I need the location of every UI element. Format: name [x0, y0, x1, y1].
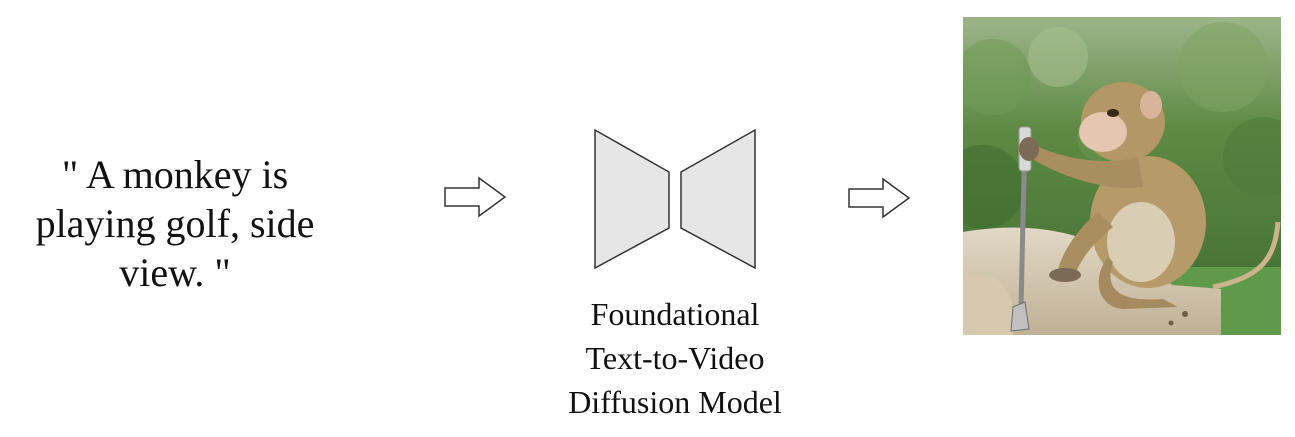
prompt-line-1: " A monkey is	[61, 152, 289, 197]
text-prompt: " A monkey is playing golf, side view. "	[0, 150, 350, 297]
monkey-golf-image	[963, 17, 1281, 335]
arrow-right-icon	[848, 177, 911, 219]
diffusion-model-icon	[594, 128, 756, 270]
generated-video-frame	[963, 17, 1281, 335]
model-label-line-1: Foundational	[590, 296, 760, 332]
decoder-trapezoid	[680, 128, 756, 270]
model-label: Foundational Text-to-Video Diffusion Mod…	[515, 292, 835, 424]
arrow-right-icon	[444, 176, 507, 218]
prompt-line-3: view. "	[119, 250, 231, 295]
model-label-line-2: Text-to-Video	[585, 340, 765, 376]
encoder-trapezoid	[594, 128, 670, 270]
model-label-line-3: Diffusion Model	[568, 384, 782, 420]
prompt-line-2: playing golf, side	[35, 201, 315, 246]
